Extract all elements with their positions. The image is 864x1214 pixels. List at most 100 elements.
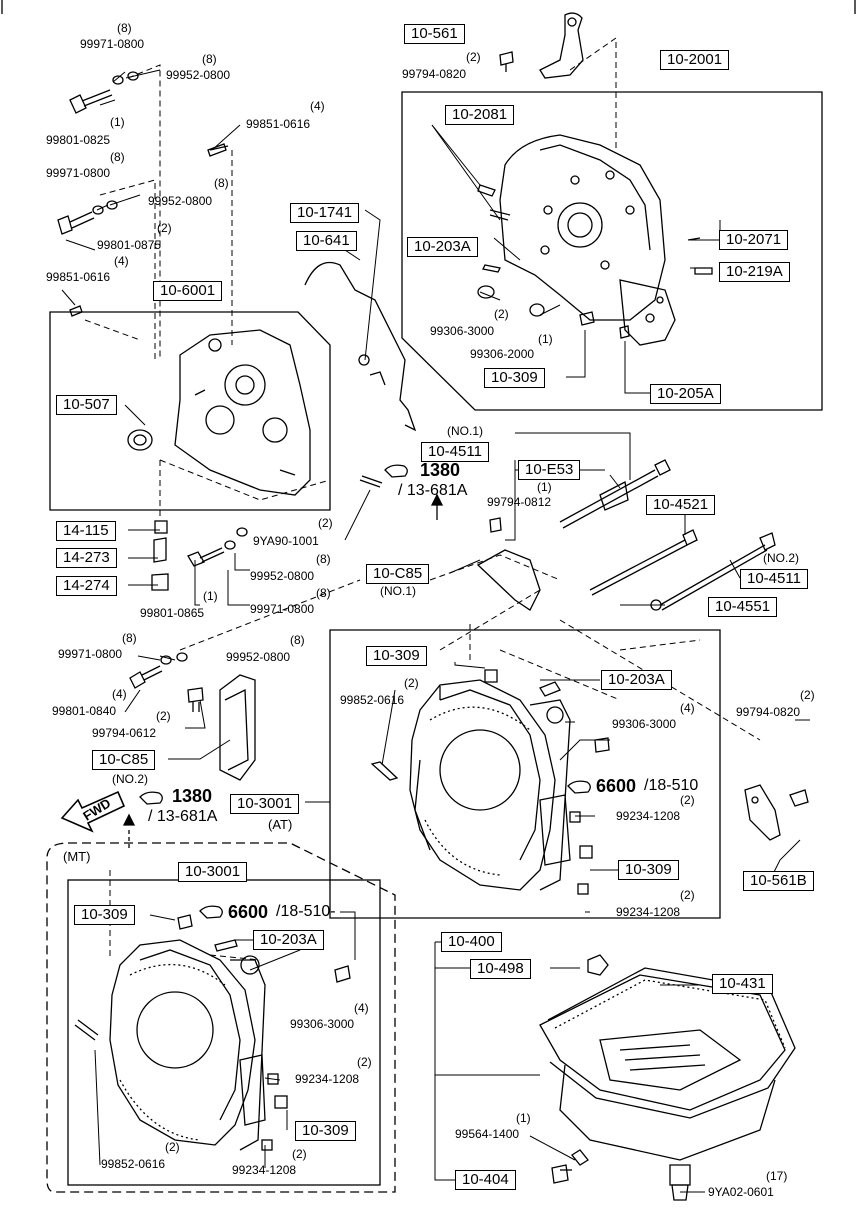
part-number[interactable]: 99234-1208 xyxy=(232,1163,297,1177)
part-box-10-2001[interactable]: 10-2001 xyxy=(660,50,730,70)
part-box-14-115[interactable]: 14-115 xyxy=(56,521,116,541)
qty: (2) xyxy=(680,888,695,902)
callout-1380-top: 1380 xyxy=(420,460,461,480)
at-housing-drawing xyxy=(370,669,610,895)
no1-label-c85: (NO.1) xyxy=(380,584,416,598)
part-box-10-4511-no2[interactable]: 10-4511 xyxy=(740,569,808,589)
part-number[interactable]: 99306-3000 xyxy=(430,324,495,338)
part-box-10-2071[interactable]: 10-2071 xyxy=(719,230,789,250)
qty: (2) xyxy=(165,1140,180,1154)
qty: (2) xyxy=(800,688,815,702)
mt-frame xyxy=(46,842,396,1193)
qty: (8) xyxy=(117,21,132,35)
mt-housing-drawing xyxy=(74,914,351,1151)
part-number[interactable]: 99971-0800 xyxy=(58,647,123,661)
part-box-10-2081[interactable]: 10-2081 xyxy=(445,105,515,125)
part-box-10-507[interactable]: 10-507 xyxy=(56,395,117,415)
part-number[interactable]: 99794-0820 xyxy=(402,67,467,81)
part-box-10-4511[interactable]: 10-4511 xyxy=(421,442,489,462)
part-number[interactable]: 99801-0865 xyxy=(140,606,205,620)
qty: (1) xyxy=(537,480,552,494)
part-box-10-6001[interactable]: 10-6001 xyxy=(153,281,223,301)
part-number[interactable]: 99971-0800 xyxy=(46,166,111,180)
part-number[interactable]: 99952-0800 xyxy=(250,569,315,583)
oil-pan-drawing xyxy=(539,954,796,1201)
part-box-14-274[interactable]: 14-274 xyxy=(56,576,117,596)
part-number[interactable]: 99794-0812 xyxy=(487,495,552,509)
part-number[interactable]: 99952-0800 xyxy=(166,68,231,82)
part-number[interactable]: 99234-1208 xyxy=(616,905,681,919)
part-number[interactable]: 99794-0820 xyxy=(736,705,801,719)
part-box-10-561[interactable]: 10-561 xyxy=(404,24,465,44)
part-box-10-3001-at[interactable]: 10-3001 xyxy=(230,794,300,814)
qty: (1) xyxy=(538,332,553,346)
qty: (2) xyxy=(680,793,695,807)
part-box-10-309-mt-bottom[interactable]: 10-309 xyxy=(295,1121,356,1141)
part-number[interactable]: 99971-0800 xyxy=(250,602,315,616)
callout-6600-at-ref: /18-510 xyxy=(644,777,699,794)
part-number[interactable]: 99971-0800 xyxy=(80,37,145,51)
part-box-10-E53[interactable]: 10-E53 xyxy=(518,460,581,480)
part-number[interactable]: 99852-0616 xyxy=(340,693,405,707)
qty: (4) xyxy=(112,687,127,701)
qty: (2) xyxy=(156,709,171,723)
part-box-10-400[interactable]: 10-400 xyxy=(441,932,502,952)
qty: (4) xyxy=(354,1001,369,1015)
part-box-10-404[interactable]: 10-404 xyxy=(455,1170,516,1190)
callout-1380-top-ref: / 13-681A xyxy=(398,482,468,499)
part-number[interactable]: 99852-0616 xyxy=(101,1157,166,1171)
part-box-10-203A-mid[interactable]: 10-203A xyxy=(601,670,672,690)
part-number[interactable]: 99234-1208 xyxy=(295,1072,360,1086)
part-number[interactable]: 99306-3000 xyxy=(612,717,677,731)
part-box-10-309-mt-top[interactable]: 10-309 xyxy=(74,905,135,925)
part-number[interactable]: 99952-0800 xyxy=(148,194,213,208)
part-number[interactable]: 99306-3000 xyxy=(290,1017,355,1031)
part-box-10-1741[interactable]: 10-1741 xyxy=(290,203,360,223)
part-box-10-219A[interactable]: 10-219A xyxy=(719,262,790,282)
fwd-arrow xyxy=(60,790,126,833)
part-box-10-498[interactable]: 10-498 xyxy=(470,959,531,979)
part-number[interactable]: 99952-0800 xyxy=(226,650,291,664)
callout-1380-mid-ref: / 13-681A xyxy=(148,808,218,825)
qty: (8) xyxy=(202,52,217,66)
part-box-10-203A-top[interactable]: 10-203A xyxy=(407,237,478,257)
part-box-10-309-top[interactable]: 10-309 xyxy=(484,368,545,388)
part-box-10-309-mid[interactable]: 10-309 xyxy=(366,646,427,666)
qty: (8) xyxy=(316,586,331,600)
part-box-10-3001-mt[interactable]: 10-3001 xyxy=(178,862,248,882)
part-box-10-203A-mt[interactable]: 10-203A xyxy=(253,930,324,950)
part-box-10-4551[interactable]: 10-4551 xyxy=(708,597,778,617)
part-number[interactable]: 99801-0825 xyxy=(46,133,111,147)
part-number[interactable]: 99801-0875 xyxy=(97,238,162,252)
part-box-10-431[interactable]: 10-431 xyxy=(712,974,773,994)
part-number[interactable]: 99851-0616 xyxy=(46,270,111,284)
part-box-10-C85-no2[interactable]: 10-C85 xyxy=(92,750,156,770)
qty: (8) xyxy=(290,633,305,647)
part-box-14-273[interactable]: 14-273 xyxy=(56,548,117,568)
oil-pump-drawing xyxy=(69,143,383,496)
part-number[interactable]: 9YA02-0601 xyxy=(708,1185,774,1199)
part-box-10-641[interactable]: 10-641 xyxy=(296,231,357,251)
part-number[interactable]: 99234-1208 xyxy=(616,809,681,823)
part-box-10-561B[interactable]: 10-561B xyxy=(743,871,814,891)
part-box-10-4521[interactable]: 10-4521 xyxy=(646,495,716,515)
part-number[interactable]: 99564-1400 xyxy=(455,1127,520,1141)
part-number[interactable]: 99306-2000 xyxy=(470,347,535,361)
part-number[interactable]: 9YA90-1001 xyxy=(253,534,319,548)
callout-6600-mt: 6600 xyxy=(228,902,269,922)
oil-pump-frame xyxy=(49,311,331,511)
qty: (8) xyxy=(122,631,137,645)
qty: (8) xyxy=(110,150,125,164)
part-number[interactable]: 99801-0840 xyxy=(52,704,117,718)
part-box-10-C85-no1[interactable]: 10-C85 xyxy=(366,564,430,584)
qty: (4) xyxy=(680,701,695,715)
part-number[interactable]: 99851-0616 xyxy=(246,117,311,131)
part-box-10-309-at[interactable]: 10-309 xyxy=(618,860,679,880)
part-box-10-205A[interactable]: 10-205A xyxy=(650,384,721,404)
part-number[interactable]: 99794-0612 xyxy=(92,726,157,740)
qty: (1) xyxy=(516,1111,531,1125)
qty: (2) xyxy=(318,516,333,530)
callout-1380-mid: 1380 xyxy=(172,786,213,806)
front-cover-drawing xyxy=(477,12,713,346)
